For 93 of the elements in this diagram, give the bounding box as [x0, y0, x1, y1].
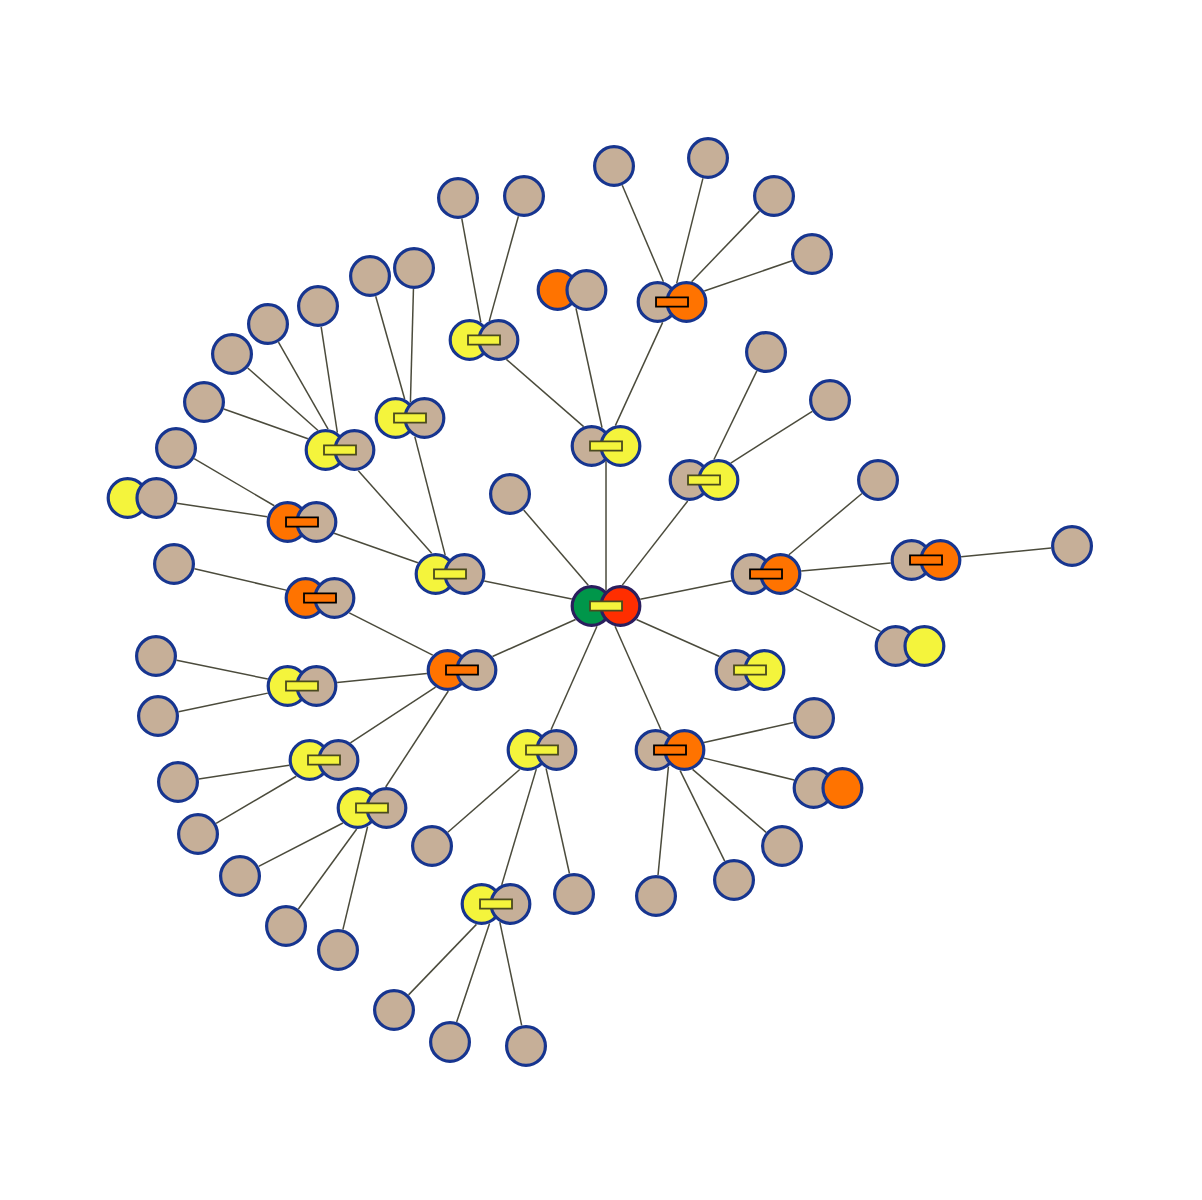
connector-line: [483, 580, 573, 600]
connector-line: [690, 210, 761, 283]
connector-line: [621, 184, 665, 283]
circle-node: [177, 813, 219, 855]
circle-node: [809, 379, 851, 421]
circle-node: [793, 697, 835, 739]
circle-node: [157, 761, 199, 803]
connector-line: [713, 370, 758, 461]
connector-line: [575, 307, 603, 429]
connector-line: [246, 367, 319, 432]
circle-node: [155, 427, 197, 469]
connector-line: [545, 767, 571, 875]
circle-node: [437, 177, 479, 219]
circle-node: [761, 825, 803, 867]
connector-line: [384, 690, 450, 788]
connector-line: [320, 326, 339, 434]
circle-node: [297, 285, 339, 327]
circle-node: [1051, 525, 1093, 567]
connector-line: [461, 217, 482, 323]
circle-node: [635, 875, 677, 917]
circle-node: [713, 859, 755, 901]
connector-line: [277, 341, 329, 430]
connector-line: [257, 822, 344, 868]
circle-node: [503, 175, 545, 217]
circle-node: [393, 247, 435, 289]
connector-line: [357, 469, 433, 555]
connector-line: [522, 509, 589, 587]
connector-line: [342, 825, 369, 931]
connector-line: [505, 358, 585, 428]
connector-line: [691, 768, 767, 834]
circle-node: [153, 543, 195, 585]
connector-line: [635, 618, 721, 658]
connector-line: [333, 532, 419, 564]
circle-node: [265, 905, 307, 947]
connector-line: [348, 612, 434, 656]
connector-line: [455, 922, 491, 1023]
connector-line: [177, 692, 269, 713]
connector-line: [198, 764, 291, 780]
connector-line: [349, 686, 437, 744]
connector-line: [336, 672, 428, 684]
connector-line: [550, 625, 598, 731]
connector-line: [639, 580, 733, 600]
connector-line: [703, 260, 793, 292]
connector-line: [407, 923, 478, 996]
circle-node: [791, 233, 833, 275]
connector-line: [193, 457, 276, 507]
connector-line: [788, 492, 863, 556]
connector-line: [374, 295, 406, 400]
connector-line: [176, 502, 268, 518]
connector-line: [447, 768, 521, 833]
circle-node: [857, 459, 899, 501]
circle-node: [505, 1025, 547, 1067]
connector-line: [703, 757, 795, 781]
circle-node: [411, 825, 453, 867]
connector-line: [193, 568, 287, 591]
circle-node: [349, 255, 391, 297]
circle-node: [211, 333, 253, 375]
connector-line: [223, 408, 309, 440]
connector-line: [730, 410, 814, 464]
connector-line: [800, 562, 892, 572]
connector-line: [215, 775, 298, 825]
circle-node: [317, 929, 359, 971]
connector-line: [297, 828, 358, 910]
connector-line: [414, 435, 446, 557]
connector-line: [499, 921, 523, 1027]
connector-line: [703, 721, 795, 744]
circle-node: [489, 473, 531, 515]
circle-node: [687, 137, 729, 179]
circle-node: [219, 855, 261, 897]
connector-line: [491, 618, 577, 658]
circle-node: [135, 635, 177, 677]
circle-node: [183, 381, 225, 423]
connector-line: [409, 288, 415, 404]
circle-node: [373, 989, 415, 1031]
connector-line: [657, 765, 670, 876]
connector-line: [614, 321, 664, 427]
circle-node: [745, 331, 787, 373]
connector-line: [605, 460, 607, 592]
connector-line: [794, 587, 882, 633]
circle-node: [553, 873, 595, 915]
connector-line: [500, 768, 538, 886]
connector-line: [960, 547, 1052, 558]
connector-line: [621, 500, 689, 586]
connector-line: [175, 659, 269, 680]
circle-node: [593, 145, 635, 187]
circle-node: [753, 175, 795, 217]
circle-node: [247, 303, 289, 345]
circle-node: [429, 1021, 471, 1063]
circle-node: [137, 695, 179, 737]
connector-line: [488, 215, 520, 322]
connector-line: [614, 625, 662, 731]
connector-line: [675, 177, 704, 285]
connector-line: [679, 769, 726, 862]
